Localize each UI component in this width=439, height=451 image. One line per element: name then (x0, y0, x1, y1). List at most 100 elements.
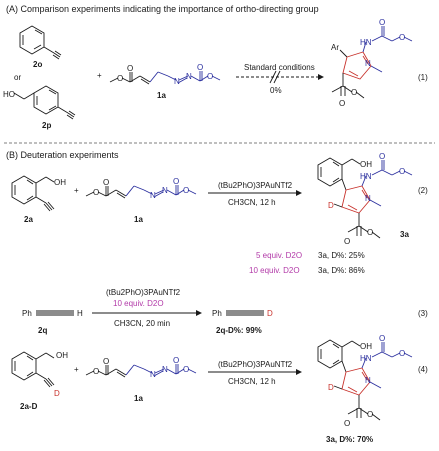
cross-mark (273, 70, 281, 84)
atom-o: O (183, 186, 189, 195)
rxn2-product-label: 3a (400, 230, 409, 239)
atom-o: O (93, 188, 99, 197)
rxn3-additive: 10 equiv. D2O (113, 299, 164, 308)
atom-n: N (174, 77, 180, 86)
label-2p: 2p (42, 121, 51, 130)
rxn2-sm-oh: OH (54, 178, 66, 187)
rxn4-sm-label: 2a-D (20, 402, 38, 411)
section-a-heading: (A) Comparison experiments indicating th… (6, 4, 319, 14)
label-2p-oh: HO (3, 90, 15, 99)
conditions-a: Standard conditions (244, 63, 315, 72)
atom-o: O (344, 419, 350, 428)
atom-o: O (367, 228, 373, 237)
rxn2-cond1: 5 equiv. D2O (256, 251, 302, 260)
atom-o: O (197, 63, 203, 72)
plus-sign-a: + (97, 71, 102, 80)
rxn4-product-structure (317, 339, 413, 421)
compound-1a-structure-b4 (85, 364, 197, 378)
atom-n: N (162, 186, 168, 195)
rxn2-d-label: D (328, 201, 334, 210)
rxn4-product-d: D (328, 383, 334, 392)
rxn2-product-n: N (365, 194, 371, 203)
rxn4-arrowhead (296, 369, 302, 375)
eq-2: (2) (418, 186, 428, 195)
section-b-heading: (B) Deuteration experiments (6, 150, 119, 160)
atom-o: O (117, 74, 123, 83)
compound-2p-structure (13, 85, 76, 120)
plus-sign-b2: + (74, 186, 79, 195)
atom-o: O (207, 72, 213, 81)
rxn4-solvent: CH3CN, 12 h (228, 377, 276, 386)
or-text: or (14, 73, 21, 82)
rxn2-result1: 3a, D%: 25% (318, 251, 365, 260)
cross-mark (269, 70, 277, 84)
rxn2-sm-label: 2a (24, 215, 33, 224)
compound-2a-structure (11, 175, 55, 212)
atom-o: O (344, 237, 350, 246)
product-a-hn: HN (360, 38, 372, 47)
rxn2-product-oh: OH (360, 160, 372, 169)
rxn3-solvent: CH3CN, 20 min (114, 319, 170, 328)
rxn2-solvent: CH3CN, 12 h (228, 198, 276, 207)
eq-4: (4) (418, 365, 428, 374)
compound-2a-d-structure (11, 351, 55, 388)
rxn3-sm-label: 2q (38, 326, 47, 335)
rxn3-sm-h: H (77, 309, 83, 318)
compound-2o-structure (19, 25, 62, 60)
rxn3-prod-ph: Ph (212, 309, 222, 318)
compound-1a-structure-b2 (85, 185, 197, 199)
atom-o: O (127, 64, 133, 73)
atom-o: O (173, 177, 179, 186)
atom-o: O (379, 18, 385, 27)
rxn2-product-structure (317, 157, 413, 239)
rxn2-cond2: 10 equiv. D2O (249, 266, 300, 275)
rxn4-sm-oh: OH (56, 351, 68, 360)
atom-o: O (399, 167, 405, 176)
label-1a-a: 1a (157, 91, 166, 100)
rxn2-arrowhead (296, 190, 302, 196)
atom-o: O (103, 178, 109, 187)
rxn4-reagent-label: 1a (134, 394, 143, 403)
plus-sign-b4: + (74, 365, 79, 374)
atom-n: N (162, 365, 168, 374)
atom-o: O (93, 367, 99, 376)
rxn2-catalyst: (tBu2PhO)3PAuNTf2 (218, 181, 293, 190)
product-a-ar: Ar (331, 43, 339, 52)
rxn4-product-n: N (365, 376, 371, 385)
label-2o: 2o (33, 60, 42, 69)
atom-n: N (186, 72, 192, 81)
arrow-head (318, 74, 324, 80)
rxn4-product-hn: HN (360, 354, 372, 363)
compound-1a-structure-a (109, 71, 221, 85)
eq-3: (3) (418, 309, 428, 318)
atom-o: O (379, 152, 385, 161)
atom-o: O (367, 410, 373, 419)
eq-1: (1) (418, 73, 428, 82)
rxn3-prod-d: D (267, 309, 273, 318)
atom-o: O (399, 349, 405, 358)
atom-o: O (399, 33, 405, 42)
rxn4-product-oh: OH (360, 342, 372, 351)
atom-o: O (379, 334, 385, 343)
atom-n: N (150, 191, 156, 200)
rxn3-prod-label: 2q-D%: 99% (216, 326, 262, 335)
product-a-n: N (365, 59, 371, 68)
product-pyrazole-a (331, 26, 413, 99)
rxn3-sm-ph: Ph (22, 309, 32, 318)
rxn3-arrowhead (196, 310, 202, 316)
rxn2-product-hn: HN (360, 172, 372, 181)
rxn3-sm-alkyne (36, 310, 74, 316)
rxn2-result2: 3a, D%: 86% (318, 266, 365, 275)
rxn4-sm-d: D (54, 389, 60, 398)
rxn3-prod-alkyne (226, 310, 264, 316)
atom-n: N (150, 370, 156, 379)
rxn4-catalyst: (tBu2PhO)3PAuNTf2 (218, 360, 293, 369)
atom-o: O (173, 356, 179, 365)
yield-a: 0% (270, 86, 282, 95)
atom-o: O (339, 99, 345, 108)
rxn4-product-label: 3a, D%: 70% (326, 435, 373, 444)
atom-o: O (351, 88, 357, 97)
atom-o: O (183, 365, 189, 374)
rxn3-catalyst: (tBu2PhO)3PAuNTf2 (106, 288, 181, 297)
